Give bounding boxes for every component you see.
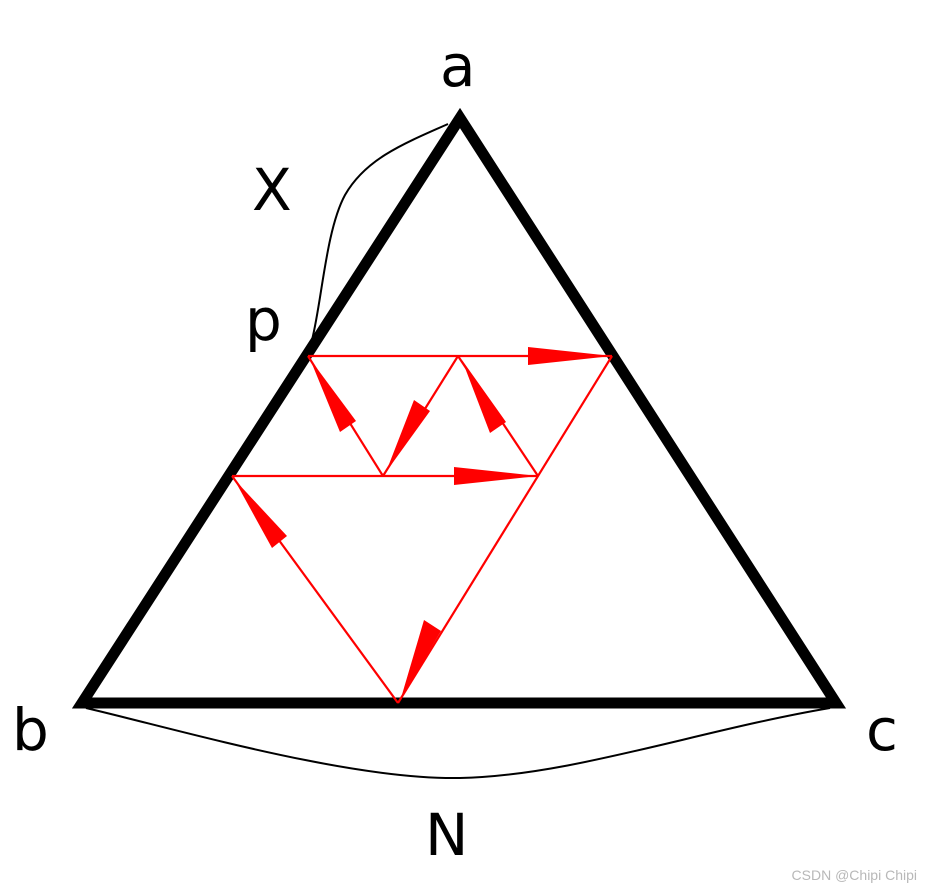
brace-x (311, 123, 449, 341)
arrow-up-right (462, 360, 506, 433)
arrow-up-left (310, 359, 356, 432)
arrow-up-bottom-left (234, 479, 287, 548)
arrow-top-right (528, 347, 612, 365)
label-p: p (245, 286, 282, 354)
label-a: a (440, 32, 476, 100)
label-x: X (252, 156, 292, 224)
main-triangle (71, 107, 847, 709)
arrow-down-left (386, 400, 430, 472)
label-n: N (425, 801, 468, 869)
label-c: c (866, 696, 898, 764)
arrow-down-bottom (401, 620, 441, 698)
arrow-mid-right (454, 467, 538, 485)
brace-n (85, 707, 831, 780)
watermark: CSDN @Chipi Chipi (792, 867, 917, 883)
arrowheads (234, 347, 612, 698)
label-b: b (12, 696, 49, 764)
segment-right-to-bottom (397, 355, 613, 704)
